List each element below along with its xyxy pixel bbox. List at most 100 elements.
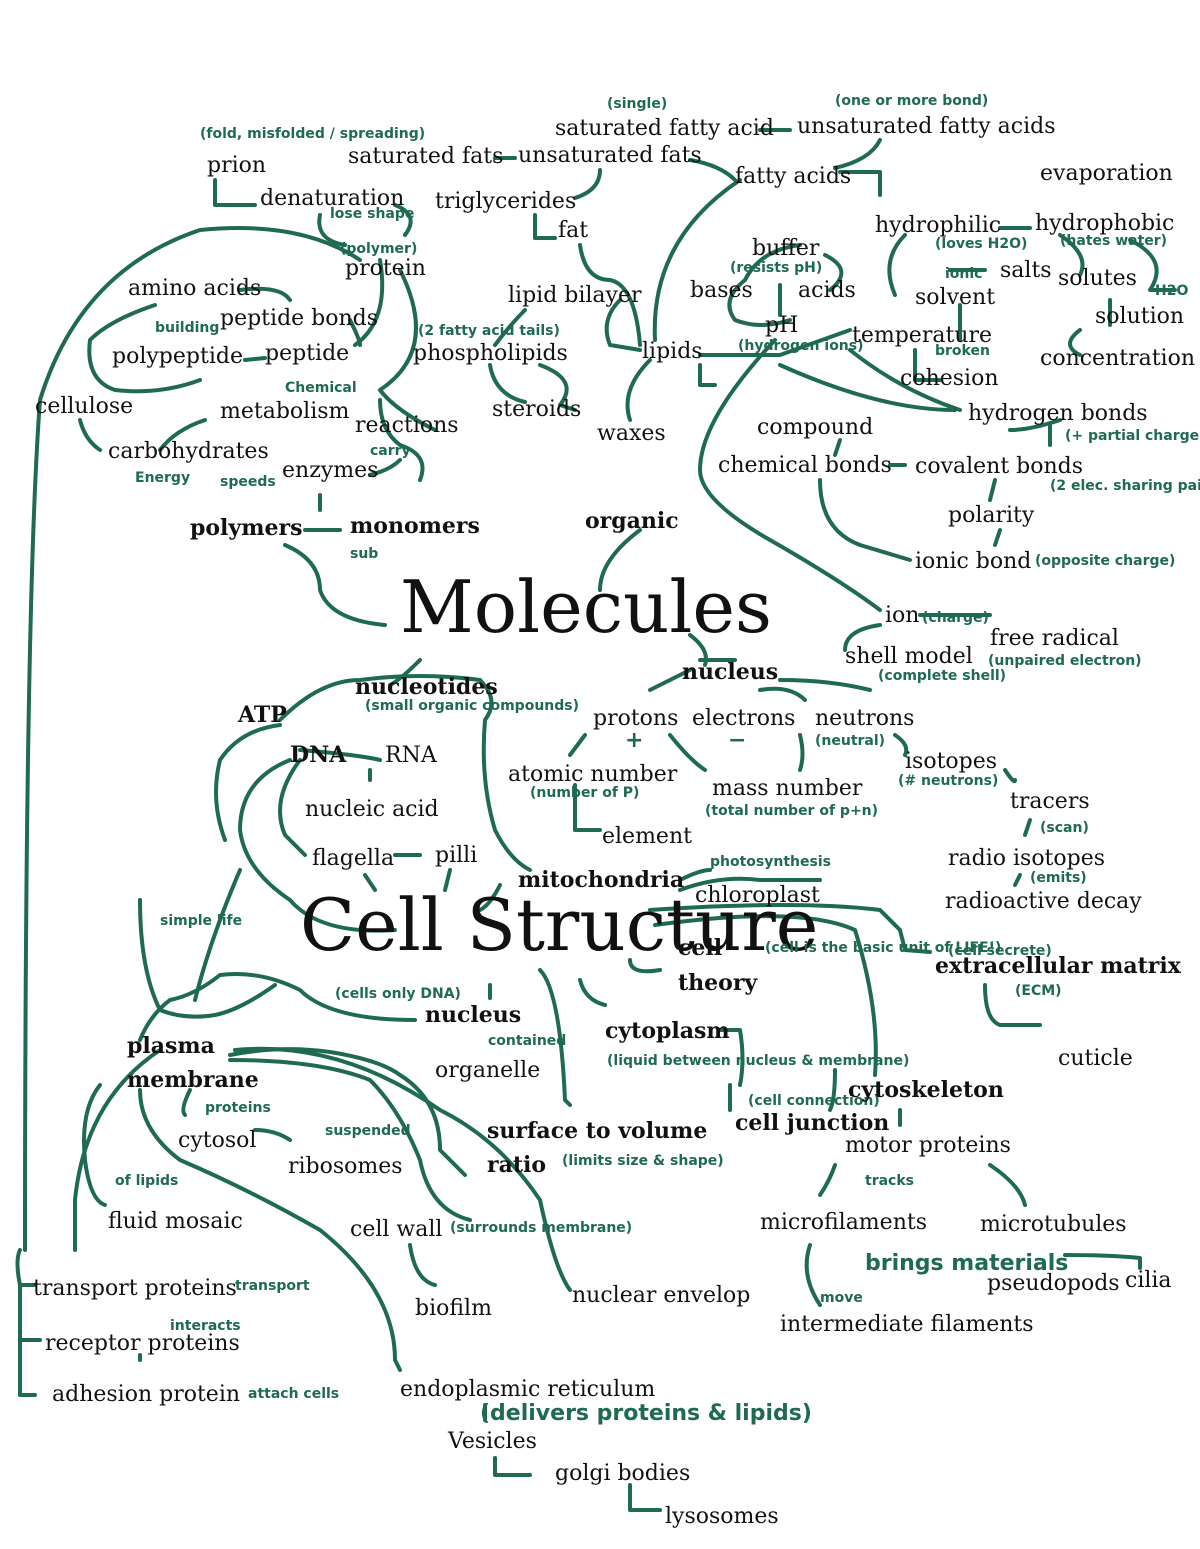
term-nucleic-acid: nucleic acid: [305, 797, 439, 822]
annotation-limits: (limits size & shape): [562, 1153, 724, 1169]
annotation-transport: transport: [235, 1278, 310, 1294]
term-waxes: waxes: [597, 421, 666, 446]
annotation-delivers: (delivers proteins & lipids): [480, 1401, 812, 1426]
term-intermediate-filaments: intermediate filaments: [780, 1312, 1034, 1337]
term-covalent-bonds: covalent bonds: [915, 454, 1083, 479]
term-rna: RNA: [385, 743, 438, 768]
term-prion: prion: [207, 153, 266, 178]
annotation-number-of-protons: (number of P): [530, 785, 639, 801]
term-peptide: peptide: [265, 341, 349, 366]
term-polymers: polymers: [190, 515, 302, 541]
term-chemical-bonds: chemical bonds: [718, 453, 892, 478]
term-flagella: flagella: [312, 846, 394, 871]
term-cohesion: cohesion: [900, 366, 999, 391]
term-peptide-bonds: peptide bonds: [220, 306, 378, 331]
term-free-radical: free radical: [990, 626, 1119, 651]
term-surface-to-volume: surface to volume: [487, 1118, 707, 1144]
term-polypeptide: polypeptide: [112, 344, 243, 369]
term-hydrophilic: hydrophilic: [875, 213, 1001, 238]
term-nucleus-cell: nucleus: [425, 1002, 521, 1028]
term-metabolism: metabolism: [220, 399, 350, 424]
annotation-ecm: (ECM): [1015, 983, 1062, 999]
term-compound: compound: [757, 415, 873, 440]
term-motor-proteins: motor proteins: [845, 1133, 1011, 1158]
term-reactions: reactions: [355, 413, 459, 438]
term-receptor-proteins: receptor proteins: [45, 1331, 240, 1356]
term-hydrogen-bonds: hydrogen bonds: [968, 401, 1148, 426]
term-saturated-fatty-acid: saturated fatty acid: [555, 116, 774, 141]
term-mass-number: mass number: [712, 776, 863, 801]
term-radio-isotopes: radio isotopes: [948, 846, 1105, 871]
annotation-cell-connection: (cell connection): [748, 1093, 880, 1109]
term-fatty-acids: fatty acids: [735, 164, 851, 189]
term-cellulose: cellulose: [35, 394, 133, 419]
term-cytoplasm: cytoplasm: [605, 1018, 730, 1044]
annotation-photosynthesis: photosynthesis: [710, 854, 831, 870]
annotation-opposite-charge: (opposite charge): [1035, 553, 1175, 569]
term-cilia: cilia: [1125, 1268, 1172, 1293]
annotation-complete-shell: (complete shell): [878, 668, 1006, 684]
annotation-move: move: [820, 1290, 863, 1306]
term-enzymes: enzymes: [282, 458, 378, 483]
term-ratio: ratio: [487, 1152, 546, 1178]
term-solution: solution: [1095, 304, 1184, 329]
term-acids: acids: [798, 278, 856, 303]
term-solutes: solutes: [1058, 266, 1137, 291]
term-evaporation: evaporation: [1040, 161, 1173, 186]
annotation-suspended: suspended: [325, 1123, 411, 1139]
annotation-scan: (scan): [1040, 820, 1089, 836]
annotation-hates-water: (hates water): [1060, 233, 1167, 249]
term-atp: ATP: [237, 702, 287, 728]
term-ph: pH: [765, 313, 798, 338]
term-lysosomes: lysosomes: [665, 1504, 779, 1529]
terms: saturated fatty acid unsaturated fatty a…: [33, 114, 1195, 1529]
term-solvent: solvent: [915, 285, 995, 310]
term-protein: protein: [345, 256, 426, 281]
term-theory: theory: [678, 970, 758, 996]
term-isotopes: isotopes: [905, 749, 997, 774]
annotation-cell-is-basic: (cell is the basic unit of LIFE!): [765, 940, 1001, 956]
term-ionic-bond: ionic bond: [915, 549, 1031, 574]
annotation-resists-ph: (resists pH): [730, 260, 822, 276]
annotation-surrounds: (surrounds membrane): [450, 1220, 632, 1236]
annotation-speeds: speeds: [220, 474, 276, 490]
term-amino-acids: amino acids: [128, 276, 261, 301]
term-element: element: [602, 824, 692, 849]
annotation-num-neutrons: (# neutrons): [898, 773, 998, 789]
term-organelle: organelle: [435, 1058, 540, 1083]
term-hydrophobic: hydrophobic: [1035, 211, 1174, 236]
term-buffer: buffer: [752, 236, 820, 261]
annotation-of-lipids: of lipids: [115, 1173, 178, 1189]
annotation-brings-materials: brings materials: [865, 1251, 1068, 1276]
term-ion: ion: [885, 603, 919, 628]
term-shell-model: shell model: [845, 644, 973, 669]
annotation-cell-secrete: (cell secrete): [948, 943, 1052, 959]
annotation-charge: (charge): [922, 610, 989, 626]
annotation-simple-life: simple life: [160, 913, 242, 929]
annotation-unpaired-electron: (unpaired electron): [988, 653, 1142, 669]
annotation-emits: (emits): [1030, 870, 1087, 886]
annotation-building: building: [155, 320, 219, 336]
annotation-minus: −: [728, 728, 746, 753]
term-microtubules: microtubules: [980, 1212, 1127, 1237]
annotation-plus: +: [625, 728, 643, 753]
term-temperature: temperature: [852, 323, 992, 348]
annotation-broken: broken: [935, 343, 990, 359]
title-molecules: Molecules: [400, 565, 772, 649]
title-cell-structure: Cell Structure: [300, 883, 818, 967]
annotation-interacts: interacts: [170, 1318, 241, 1334]
term-membrane: membrane: [127, 1067, 259, 1093]
annotation-total: (total number of p+n): [705, 803, 878, 819]
annotation-one-or-more-bond: (one or more bond): [835, 93, 988, 109]
term-transport-proteins: transport proteins: [33, 1276, 237, 1301]
term-nuclear-envelop: nuclear envelop: [572, 1283, 750, 1308]
annotations: (single) (one or more bond) (fold, misfo…: [115, 93, 1200, 1426]
annotation-tracks: tracks: [865, 1173, 914, 1189]
term-unsaturated-fatty-acids: unsaturated fatty acids: [797, 114, 1056, 139]
term-pilli: pilli: [435, 843, 477, 868]
connector-lines: [15, 128, 1177, 1512]
annotation-contained: contained: [488, 1033, 566, 1049]
term-monomers: monomers: [350, 513, 480, 539]
annotation-cells-only-dna: (cells only DNA): [335, 986, 461, 1002]
